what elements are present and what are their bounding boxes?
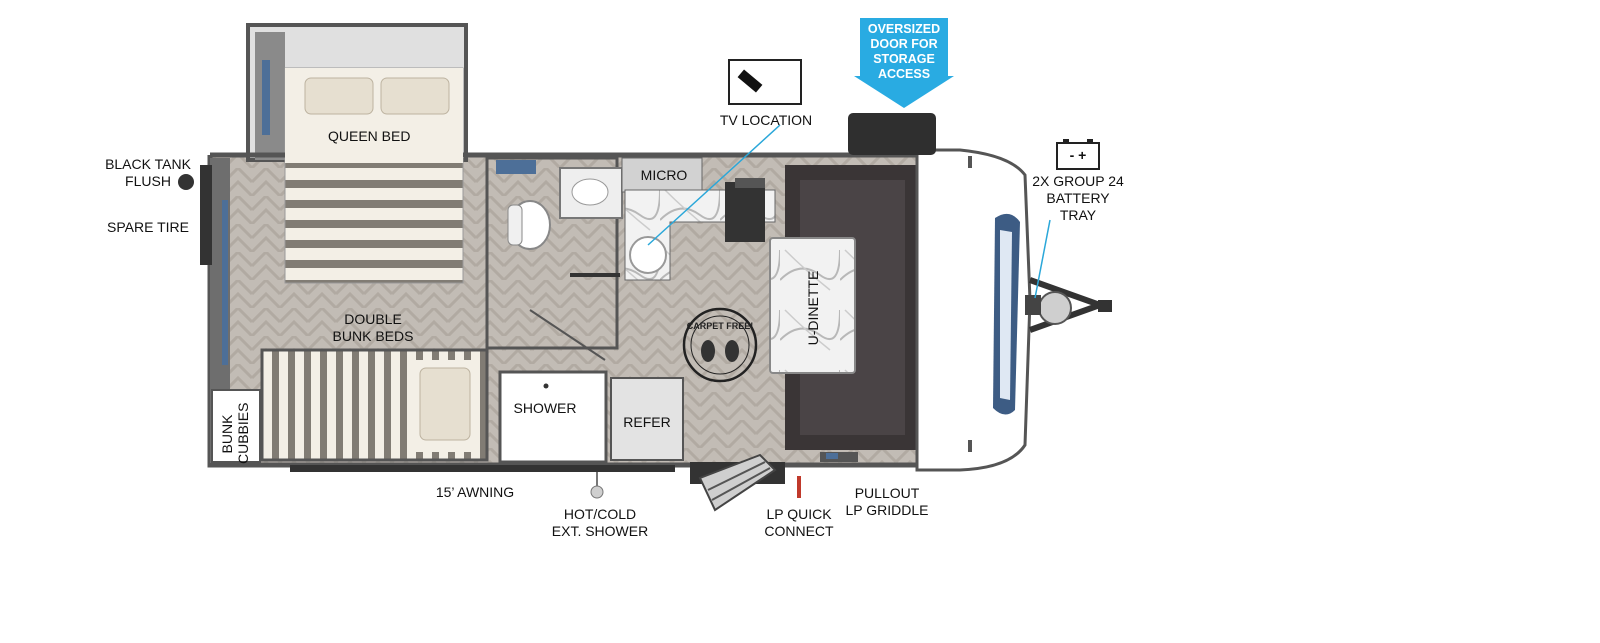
- bath-door-swing: [529, 309, 606, 361]
- battery-symbols: - +: [1069, 147, 1087, 163]
- carpet-free-text: CARPET FREE!: [687, 321, 754, 331]
- battery-tray-label: 2X GROUP 24 BATTERY TRAY: [1032, 173, 1124, 223]
- kitchen: [621, 157, 776, 281]
- front-cap: [915, 148, 1032, 472]
- bunk-cubbies-label: BUNK CUBBIES: [219, 402, 251, 464]
- rear-bumper: [200, 165, 212, 265]
- shower-stall: [498, 370, 608, 464]
- queen-bed: [284, 67, 464, 284]
- bathroom: [485, 156, 623, 350]
- storage-callout-text: OVERSIZED DOOR FOR STORAGE ACCESS: [867, 22, 941, 81]
- entry-door: [690, 453, 785, 512]
- tv-icon: [728, 59, 802, 105]
- battery-pointer-line: [1034, 219, 1051, 299]
- carpet-free-badge: CARPET FREE!: [682, 307, 758, 383]
- lp-griddle: [820, 452, 858, 462]
- double-bunk-beds-label: DOUBLE BUNK BEDS: [332, 311, 414, 344]
- ext-shower-label: HOT/COLD EXT. SHOWER: [551, 506, 649, 539]
- trailer-hitch: [1025, 277, 1112, 333]
- storage-callout-arrow: [854, 18, 954, 108]
- spare-tire-label: SPARE TIRE: [107, 219, 189, 235]
- micro-label: MICRO: [640, 167, 688, 183]
- lp-griddle-label: PULLOUT LP GRIDDLE: [845, 485, 929, 518]
- black-tank-flush-label: BLACK TANK FLUSH: [105, 156, 191, 189]
- refrigerator: [610, 377, 684, 461]
- lp-quick-connect-fitting: [797, 476, 801, 498]
- u-dinette-label: U-DINETTE: [805, 270, 821, 346]
- awning-bar: [290, 465, 675, 472]
- rear-window: [222, 200, 228, 365]
- bunk-bed: [260, 348, 489, 462]
- refer-label: REFER: [623, 414, 671, 430]
- storage-door: [848, 113, 936, 155]
- awning-label: 15’ AWNING: [435, 484, 515, 500]
- lp-quick-connect-label: LP QUICK CONNECT: [764, 506, 834, 539]
- battery-icon: [1056, 139, 1100, 170]
- bunk-cubbies: [211, 389, 261, 463]
- u-dinette: [769, 165, 917, 450]
- shower-label: SHOWER: [513, 400, 577, 416]
- tv-pointer-line: [647, 124, 781, 246]
- tv-location-label: TV LOCATION: [719, 112, 813, 128]
- ext-shower-fitting: [590, 485, 604, 499]
- black-tank-flush-fitting: [178, 174, 194, 190]
- queen-bed-label: QUEEN BED: [328, 128, 411, 144]
